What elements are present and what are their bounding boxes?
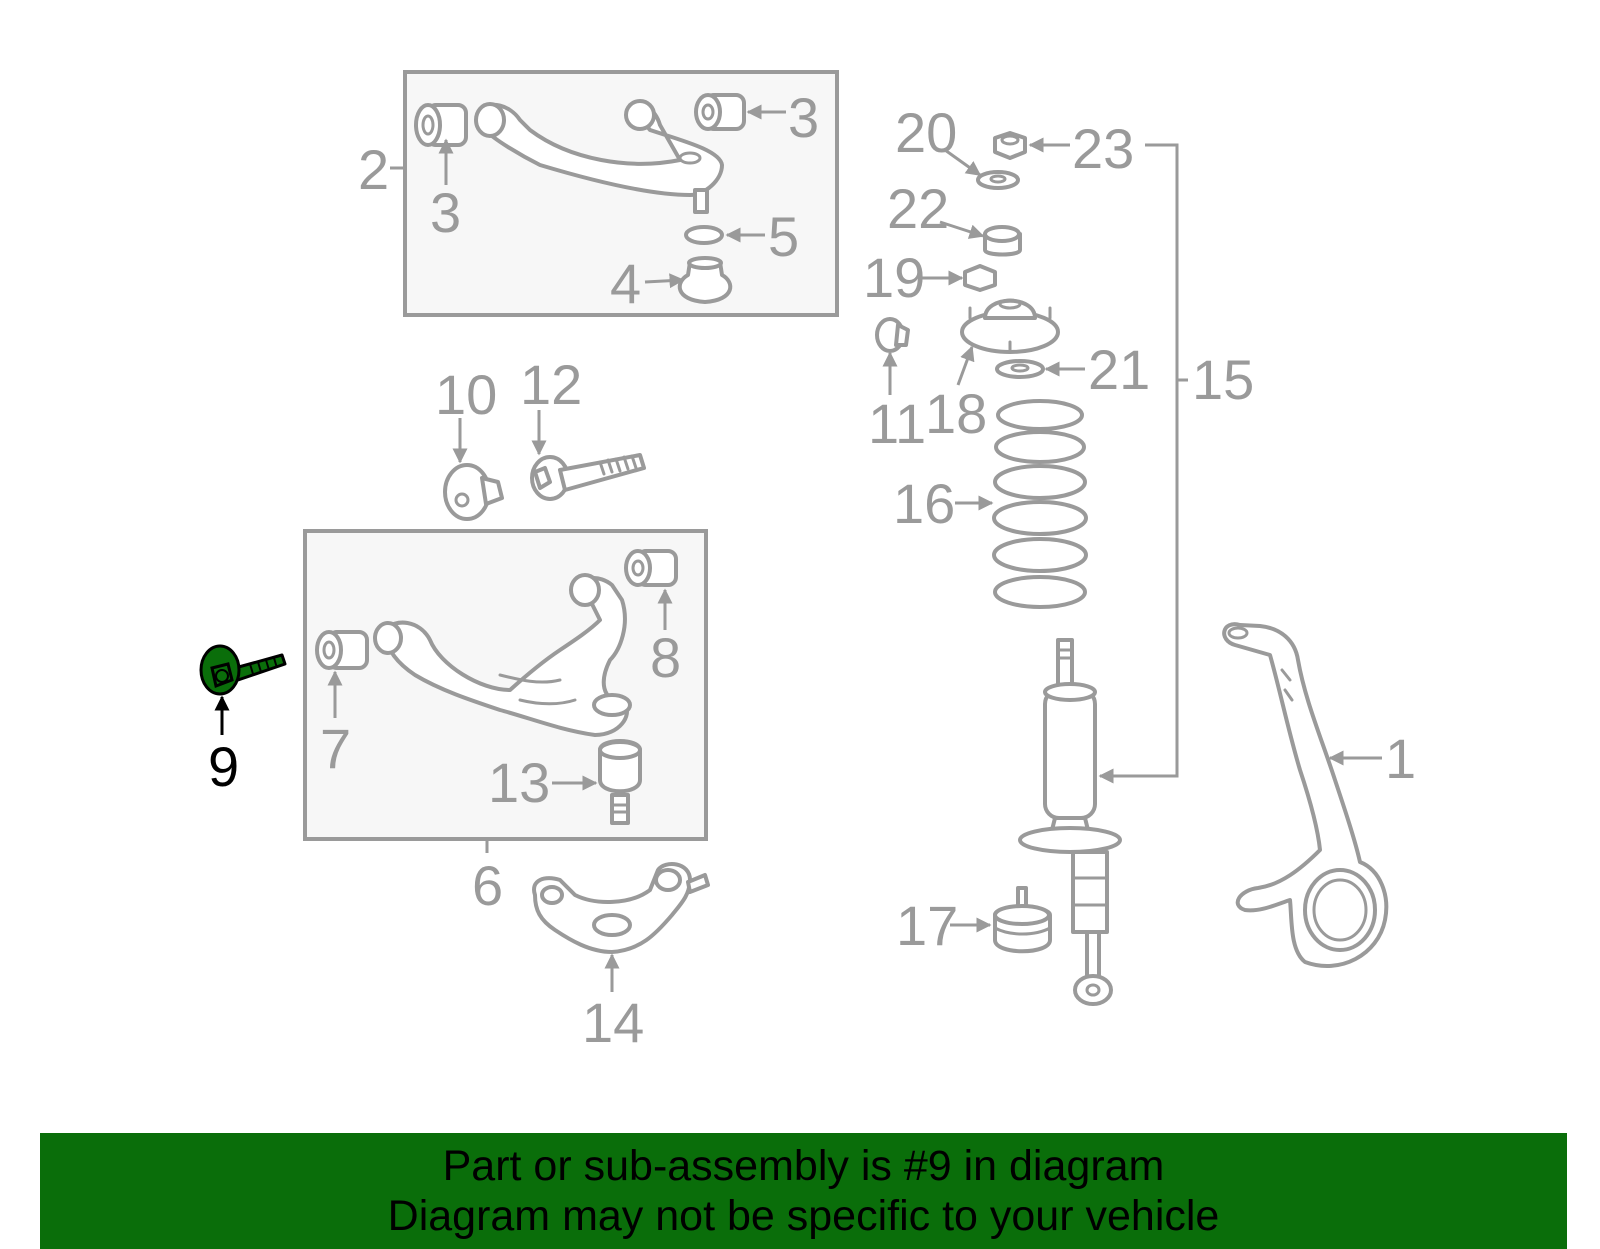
upper-support (960, 298, 1060, 354)
callout-15: 15 (1192, 348, 1254, 411)
dust-boot (677, 256, 733, 304)
cam-parts: 10 12 (435, 353, 646, 521)
callout-9: 9 (208, 735, 239, 798)
cam-bolt (530, 453, 646, 501)
coil-spring (992, 399, 1088, 609)
upper-bushing-right (694, 93, 746, 131)
callout-2: 2 (358, 138, 389, 201)
callout-1: 1 (1385, 727, 1416, 790)
callout-6: 6 (472, 854, 503, 917)
callout-4: 4 (610, 252, 641, 315)
banner-line-1: Part or sub-assembly is #9 in diagram (442, 1142, 1165, 1190)
strut-assembly: 15 23 20 22 19 18 (863, 101, 1254, 1006)
lower-bushing-rear (624, 549, 678, 587)
callout-5: 5 (768, 205, 799, 268)
callout-14: 14 (582, 991, 644, 1054)
shock-absorber (1018, 638, 1122, 1006)
info-banner: Part or sub-assembly is #9 in diagram Di… (40, 1133, 1567, 1249)
callout-20: 20 (895, 101, 957, 164)
callout-8: 8 (650, 626, 681, 689)
callout-3-left: 3 (430, 181, 461, 244)
washer-21 (995, 359, 1045, 379)
highlighted-bolt-9: 9 (199, 644, 287, 798)
steering-knuckle: 1 (1222, 622, 1416, 968)
callout-21: 21 (1088, 338, 1150, 401)
suspension-diagram: 2 3 3 5 4 10 12 (199, 70, 1416, 1054)
callout-12: 12 (520, 353, 582, 416)
bumper-17 (993, 886, 1052, 954)
callout-7: 7 (320, 717, 351, 780)
callout-10: 10 (435, 363, 497, 426)
nut-19 (963, 264, 997, 292)
lower-arm-group: 7 8 13 6 (303, 529, 708, 917)
callout-23: 23 (1072, 117, 1134, 180)
ball-joint (598, 739, 642, 825)
callout-22: 22 (887, 177, 949, 240)
lower-control-arm (383, 576, 629, 737)
callout-3-right: 3 (788, 86, 819, 149)
bracket-14: 14 (532, 862, 710, 1054)
cam-plate (443, 463, 504, 521)
upper-arm-group: 2 3 3 5 4 (358, 70, 839, 317)
callout-18: 18 (925, 382, 987, 445)
callout-17: 17 (896, 894, 958, 957)
ring-seal (684, 225, 724, 245)
washer-20 (976, 170, 1020, 190)
upper-control-arm (478, 101, 724, 197)
callout-11: 11 (868, 392, 926, 455)
callout-19: 19 (863, 246, 925, 309)
callout-16: 16 (893, 472, 955, 535)
callout-13: 13 (488, 751, 550, 814)
nut-11 (875, 317, 910, 353)
banner-line-2: Diagram may not be specific to your vehi… (387, 1192, 1220, 1240)
upper-bushing-left (414, 103, 468, 147)
top-nut (993, 131, 1027, 160)
spacer-22 (983, 225, 1022, 257)
lower-bushing-front (315, 630, 369, 670)
